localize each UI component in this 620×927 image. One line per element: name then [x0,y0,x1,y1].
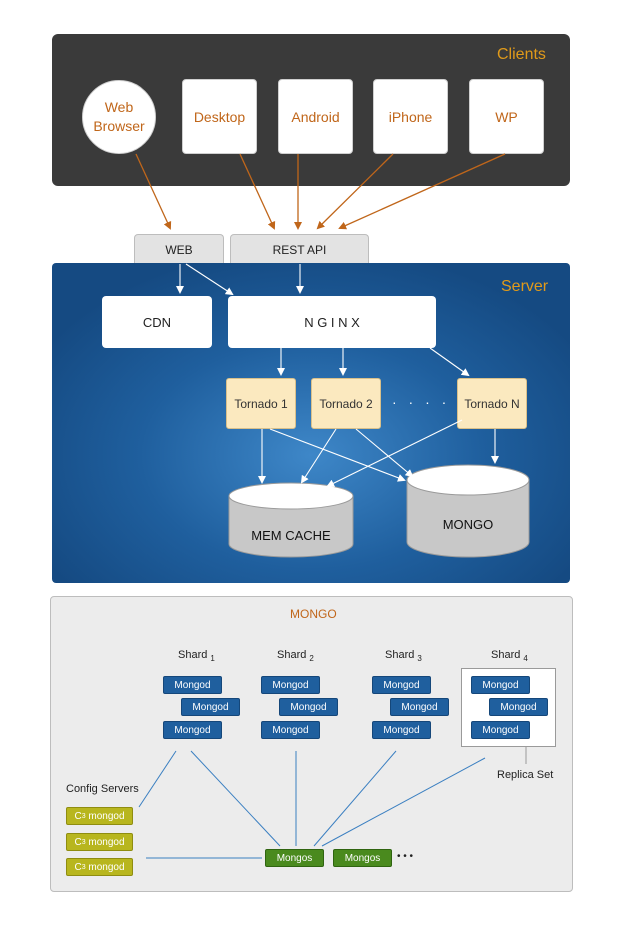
shard3-mongod-c: Mongod [372,721,431,739]
clients-title: Clients [497,46,546,63]
shard4-mongod-c: Mongod [471,721,530,739]
tornado-1-box: Tornado 1 [226,378,296,429]
shard-4-label: Shard 4 [491,649,528,664]
shard1-mongod-a: Mongod [163,676,222,694]
web-browser-client: Web Browser [82,80,156,154]
mongo-cluster-title: MONGO [290,607,337,621]
android-client: Android [278,79,353,154]
config-servers-label: Config Servers [66,783,139,795]
web-tab: WEB [134,234,224,264]
shard3-mongod-b: Mongod [390,698,449,716]
server-title: Server [501,278,549,295]
mem-cache-cylinder [228,482,354,558]
shard1-mongod-c: Mongod [163,721,222,739]
shard4-mongod-b: Mongod [489,698,548,716]
tornado-n-box: Tornado N [457,378,527,429]
iphone-client: iPhone [373,79,448,154]
more-mongos-ellipsis: • • • [397,851,414,862]
wp-client: WP [469,79,544,154]
shard-1-label: Shard 1 [178,649,215,664]
shard2-mongod-c: Mongod [261,721,320,739]
mem-cache-label: MEM CACHE [251,528,331,543]
shard3-mongod-a: Mongod [372,676,431,694]
shard-3-label: Shard 3 [385,649,422,664]
cdn-box: CDN [102,296,212,348]
rest-api-tab: REST API [230,234,369,264]
tornado-2-box: Tornado 2 [311,378,381,429]
mongo-server-label: MONGO [442,517,494,532]
web-browser-label-line1: Web [104,99,134,115]
shard4-mongod-a: Mongod [471,676,530,694]
mongos-2: Mongos [333,849,392,867]
nginx-box: N G I N X [228,296,436,348]
mongo-cylinder [406,464,530,558]
shard2-mongod-a: Mongod [261,676,320,694]
mongos-1: Mongos [265,849,324,867]
shard-2-label: Shard 2 [277,649,314,664]
replica-set-label: Replica Set [497,769,554,781]
shard1-mongod-b: Mongod [181,698,240,716]
desktop-client: Desktop [182,79,257,154]
shard2-mongod-b: Mongod [279,698,338,716]
web-browser-label-line2: Browser [93,118,145,134]
